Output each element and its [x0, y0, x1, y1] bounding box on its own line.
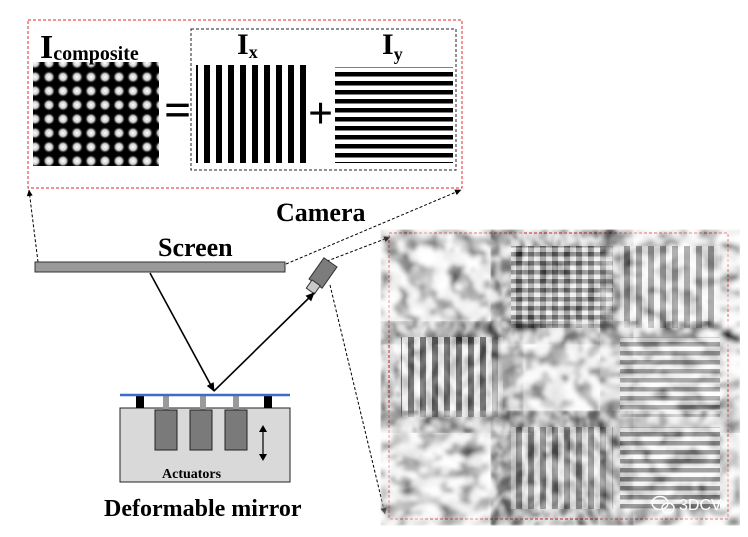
screen-to-camera-connector: [285, 189, 462, 265]
ray-mirror-to-camera: [213, 292, 315, 392]
fringe-image-6: [620, 337, 720, 417]
equals-sign: =: [164, 84, 191, 137]
watermark-text: 3DCV: [679, 497, 722, 514]
wechat-logo-icon: [651, 495, 675, 514]
deformable-mirror-label: Deformable mirror: [104, 496, 302, 522]
camera-icon: [305, 257, 338, 295]
watermark: 3DCV: [651, 495, 722, 514]
screen-bar: [34, 261, 286, 273]
fringe-image-7: [401, 427, 503, 509]
iy-horizontal-fringes: [335, 67, 453, 163]
ix-vertical-fringes: [196, 65, 308, 163]
iy-label: Iy: [382, 28, 403, 64]
camera-to-grid-connector-top: [321, 236, 391, 264]
actuator-arrow-icon: [259, 425, 267, 461]
fringe-image-9: [620, 427, 720, 509]
screen-label: Screen: [158, 233, 233, 262]
actuator-2: [189, 409, 213, 451]
fringe-grid-frame: [388, 232, 729, 520]
fringe-image-1: [401, 246, 503, 328]
mirror-post-left: [136, 396, 144, 408]
composite-image: [33, 62, 159, 166]
composite-panel-frame: [27, 19, 463, 189]
fringe-image-2: [511, 246, 613, 328]
fringe-image-4: [401, 337, 503, 417]
actuators-label: Actuators: [162, 467, 222, 482]
screen-to-panel-connector: [26, 189, 39, 263]
ix-iy-panel-frame: [190, 28, 457, 171]
actuator-3: [224, 409, 248, 451]
ix-label: Ix: [237, 28, 258, 62]
fringe-image-3: [620, 246, 720, 328]
fringe-grid: [401, 246, 720, 509]
composite-label: Icomposite: [40, 29, 139, 66]
plus-sign: +: [308, 89, 333, 138]
actuator-rod-2: [200, 396, 206, 410]
camera-label: Camera: [276, 198, 366, 227]
actuator-rod-3: [233, 396, 239, 410]
fringe-image-5: [511, 337, 613, 417]
fringe-image-8: [511, 427, 613, 509]
actuator-rod-1: [163, 396, 169, 410]
actuator-1: [154, 409, 178, 451]
camera-to-grid-connector-bottom: [329, 284, 387, 515]
ray-screen-to-mirror: [149, 272, 215, 392]
mirror-post-right: [264, 396, 272, 408]
